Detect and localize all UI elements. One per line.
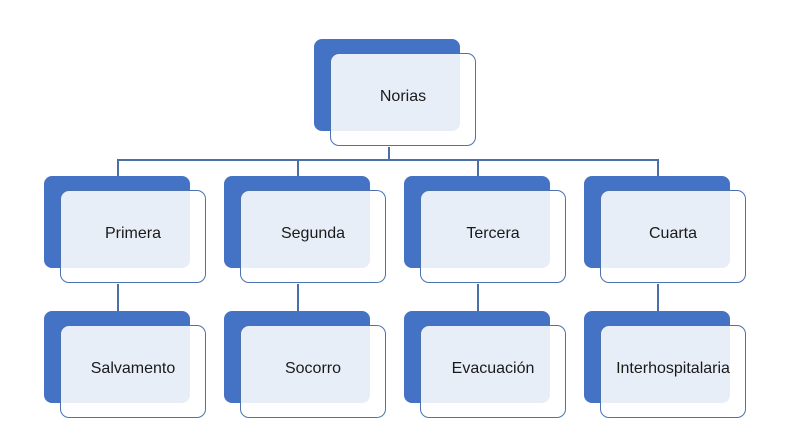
node-label: Salvamento [90,359,176,377]
node-label: Segunda [280,224,346,242]
connector [477,159,479,190]
connector [297,284,299,325]
connector [117,284,119,325]
root-node: Norias [330,53,476,146]
level1-node: Cuarta [600,190,746,283]
connector [117,159,119,190]
node-label: Socorro [284,359,342,377]
level2-node: Socorro [240,325,386,418]
connector [477,284,479,325]
level2-node: Evacuación [420,325,566,418]
level1-node: Tercera [420,190,566,283]
connector [657,284,659,325]
node-label: Primera [104,224,161,242]
node-label: Evacuación [451,359,535,377]
node-label: Tercera [466,224,520,242]
node-label: Interhospitalaria [616,359,730,377]
connector [297,159,299,190]
connector [657,159,659,190]
connector [388,147,390,159]
level1-node: Primera [60,190,206,283]
node-label: Cuarta [648,224,698,242]
level2-node: Salvamento [60,325,206,418]
level2-node: Interhospitalaria [600,325,746,418]
level1-node: Segunda [240,190,386,283]
connector [117,159,658,161]
node-label: Norias [379,87,427,105]
